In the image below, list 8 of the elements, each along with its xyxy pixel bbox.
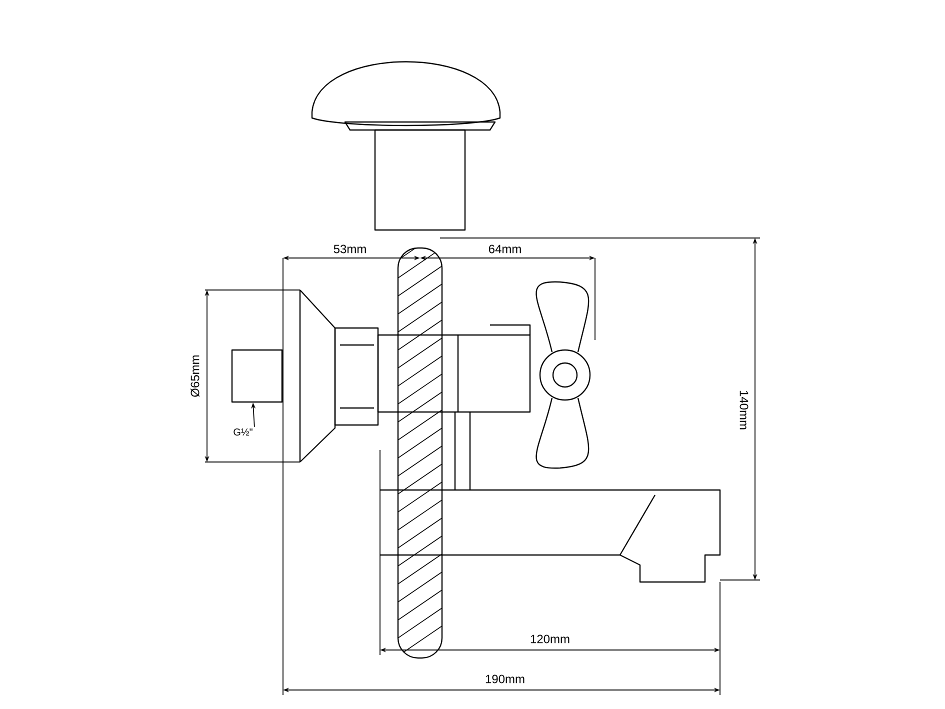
thread-label: G½" [234,428,252,436]
dimension-label: 64mm [488,244,521,254]
dimension-label: 53mm [334,244,366,254]
dimension-label: 120mm [530,634,570,644]
dimension-label: 140mm [740,390,748,430]
dimension-label: Ø65mm [190,355,200,397]
dimension-label: 190mm [486,674,524,684]
pipe-nipple [231,349,283,403]
